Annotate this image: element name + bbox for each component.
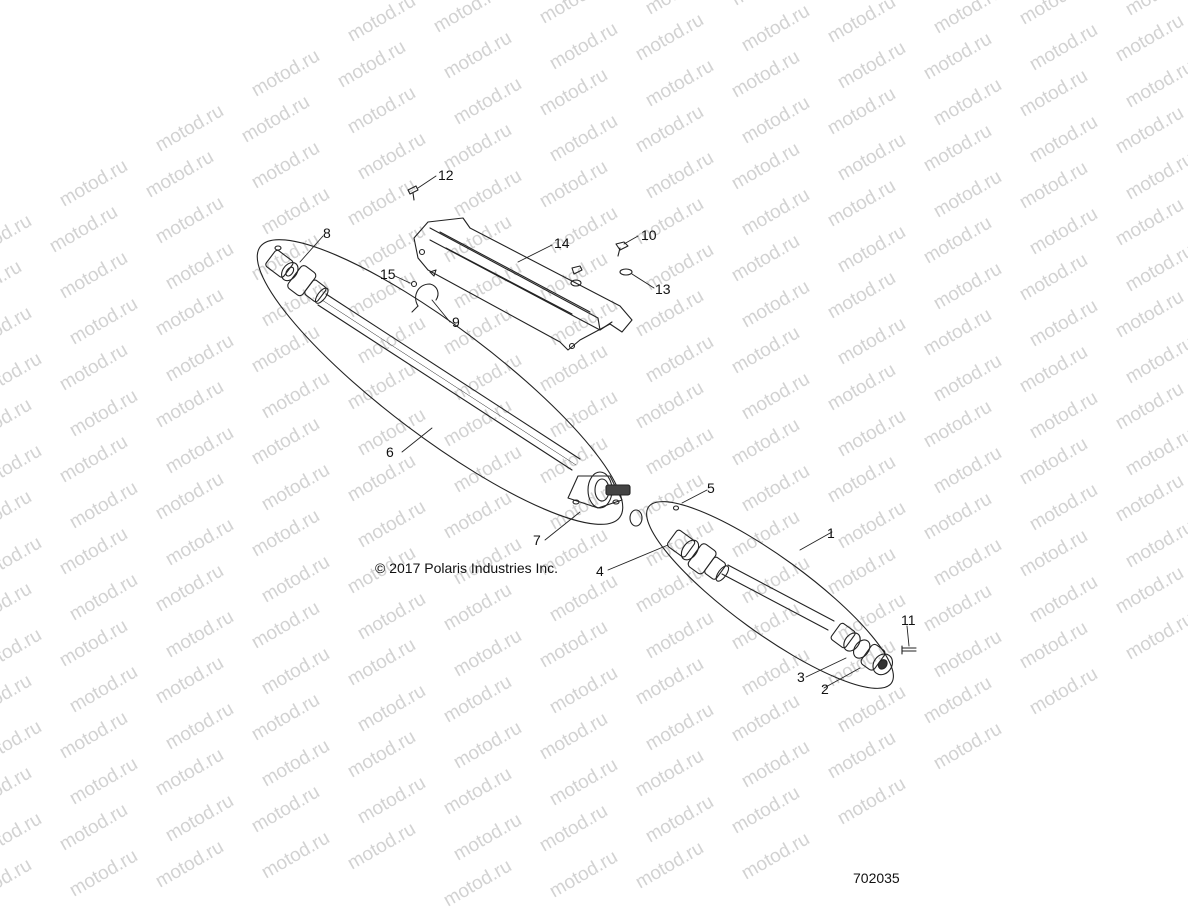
rear-yoke xyxy=(265,249,329,304)
callout-15: 15 xyxy=(380,266,396,282)
callout-2: 2 xyxy=(821,681,829,697)
copyright-notice: © 2017 Polaris Industries Inc. xyxy=(375,560,559,576)
callout-14: 14 xyxy=(554,235,570,251)
callout-10: 10 xyxy=(641,227,657,243)
grease-fitting-front xyxy=(672,505,680,511)
callout-13: 13 xyxy=(655,281,671,297)
rear-shaft-tube xyxy=(317,293,581,471)
group-outline-rear-shaft xyxy=(256,239,624,525)
bolt-shield xyxy=(570,265,583,287)
front-yoke xyxy=(666,529,730,582)
callout-7: 7 xyxy=(533,532,541,548)
callout-4: 4 xyxy=(596,563,604,579)
grease-fitting-rear xyxy=(274,245,282,251)
callout-1: 1 xyxy=(827,525,835,541)
callout-8: 8 xyxy=(323,225,331,241)
leader-lines xyxy=(299,175,910,689)
callout-5: 5 xyxy=(707,480,715,496)
callout-12: 12 xyxy=(438,167,454,183)
diagram-drawing xyxy=(256,175,917,689)
bolt-12 xyxy=(407,185,419,201)
callout-3: 3 xyxy=(797,669,805,685)
front-output-yoke xyxy=(830,622,894,676)
group-outline-front-shaft xyxy=(646,501,894,689)
roll-pin xyxy=(901,645,917,655)
callout-11: 11 xyxy=(901,612,916,628)
diagram-id: 702035 xyxy=(853,870,900,886)
bolt-10 xyxy=(615,241,629,257)
snap-ring xyxy=(629,509,643,527)
washer-13 xyxy=(619,268,633,276)
screw-15 xyxy=(410,269,437,288)
callout-9: 9 xyxy=(452,314,460,330)
front-shaft-tube xyxy=(721,564,835,631)
heat-shield xyxy=(413,217,633,351)
carrier-bearing xyxy=(567,471,631,509)
callout-6: 6 xyxy=(386,444,394,460)
clip-9 xyxy=(411,283,439,313)
